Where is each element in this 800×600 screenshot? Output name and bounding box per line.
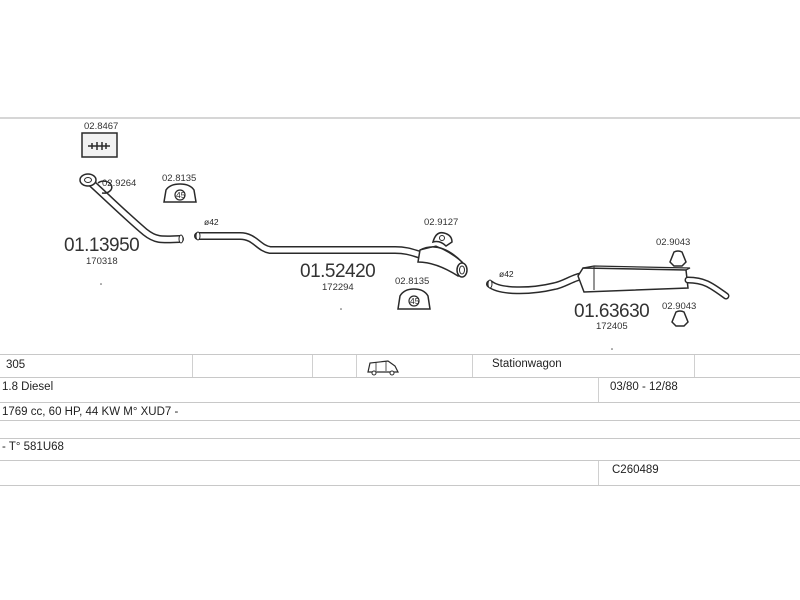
table-divider <box>356 355 357 377</box>
rear-muffler-ref: 172405 <box>596 321 628 332</box>
table-divider <box>192 355 193 377</box>
front-pipe-code: 01.13950 <box>64 235 139 256</box>
vehicle-body-type: Stationwagon <box>492 358 562 370</box>
front-pipe-part[interactable]: 01.13950 170318 <box>64 173 184 285</box>
bracket-box-part[interactable]: 02.8467 <box>81 121 118 158</box>
middle-muffler-code: 01.52420 <box>300 261 375 282</box>
gasket-a-code: 02.8135 <box>162 173 196 184</box>
table-line <box>0 420 800 421</box>
table-divider <box>472 355 473 377</box>
rubber-mount-b-part[interactable]: 02.9043 <box>656 237 690 267</box>
gasket-a-part[interactable]: 45 02.8135 <box>162 173 197 203</box>
table-line <box>0 460 800 461</box>
vehicle-specs: 1769 cc, 60 HP, 44 KW M° XUD7 - <box>2 406 179 418</box>
gasket-b-part[interactable]: 45 02.8135 <box>395 276 431 310</box>
vehicle-model: 305 <box>6 359 26 371</box>
front-pipe-ref: 170318 <box>86 256 118 267</box>
table-line <box>0 402 800 403</box>
rear-muffler-part[interactable]: ø42 01.63630 172405 <box>486 265 730 350</box>
gasket-b-ring-label: 45 <box>410 296 420 306</box>
gasket-b-code: 02.8135 <box>395 276 429 287</box>
vehicle-period: 03/80 - 12/88 <box>610 381 678 393</box>
rubber-mount-c-part[interactable]: 02.9043 <box>662 301 696 327</box>
table-line <box>0 438 800 439</box>
vehicle-engine: 1.8 Diesel <box>2 381 54 393</box>
diameter-2-label: ø42 <box>499 269 514 279</box>
clamp-code: 02.9264 <box>102 178 136 189</box>
rubber-mount-c-code: 02.9043 <box>662 301 696 312</box>
van-icon <box>367 360 399 376</box>
gasket-a-ring-label: 45 <box>176 190 186 200</box>
rear-muffler-code: 01.63630 <box>574 301 649 322</box>
rubber-mount-a-part[interactable]: 02.9127 <box>424 217 458 247</box>
middle-muffler-ref: 172294 <box>322 282 354 293</box>
catalog-code: C260489 <box>612 464 659 476</box>
vehicle-type-code: - T° 581U68 <box>2 441 64 453</box>
rubber-mount-a-code: 02.9127 <box>424 217 458 228</box>
table-line <box>0 485 800 486</box>
bracket-box-code: 02.8467 <box>84 121 118 132</box>
table-divider <box>694 355 695 377</box>
rubber-mount-b-code: 02.9043 <box>656 237 690 248</box>
table-divider <box>598 461 599 485</box>
table-line <box>0 377 800 378</box>
table-line <box>0 354 800 355</box>
table-divider <box>312 355 313 377</box>
diameter-1-label: ø42 <box>204 217 219 227</box>
middle-muffler-part[interactable]: ø42 01.52420 172294 <box>194 217 468 310</box>
clamp-part[interactable]: 02.9264 <box>97 178 136 194</box>
table-divider <box>598 378 599 402</box>
